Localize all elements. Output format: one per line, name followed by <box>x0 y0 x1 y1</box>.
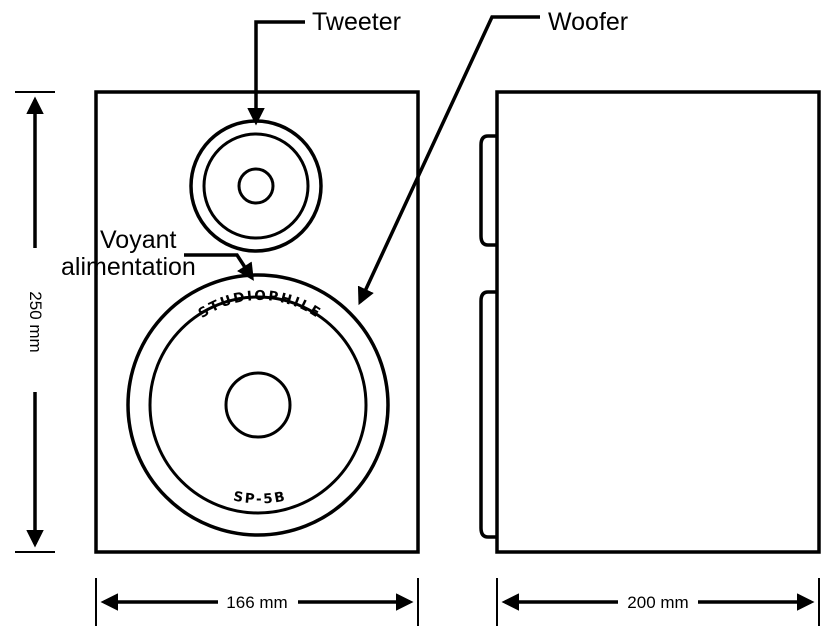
tweeter-callout: Tweeter <box>247 8 401 126</box>
front-width-dimension: 166 mm <box>95 578 419 626</box>
tweeter-inner-ring <box>202 132 310 240</box>
front-view: STUDIOPHILE SP-5B <box>94 90 420 554</box>
height-dimension: 250 mm <box>15 91 55 553</box>
power-indicator-label-line2: alimentation <box>61 253 196 281</box>
side-depth-label: 200 mm <box>627 593 688 612</box>
side-view <box>479 90 821 554</box>
front-cabinet <box>94 90 420 554</box>
woofer-leader-line <box>357 15 540 306</box>
tweeter-label: Tweeter <box>312 8 401 36</box>
tweeter <box>189 119 323 253</box>
power-indicator-callout: Voyant alimentation <box>61 226 254 281</box>
tweeter-dome <box>237 167 275 205</box>
model-name: SP-5B <box>232 489 288 508</box>
power-indicator-label-line1: Voyant <box>100 226 177 254</box>
height-label: 250 mm <box>26 291 45 352</box>
front-width-label: 166 mm <box>226 593 287 612</box>
woofer-label: Woofer <box>548 8 628 36</box>
brand-name: STUDIOPHILE <box>195 288 324 322</box>
side-upper-bulge <box>479 134 497 247</box>
tweeter-leader-line <box>247 20 305 126</box>
woofer-inner-ring <box>148 295 368 515</box>
power-indicator-leader-line <box>184 253 254 281</box>
woofer-dust-cap <box>224 371 292 439</box>
side-cabinet <box>495 90 821 554</box>
woofer-outer-ring <box>126 273 390 537</box>
side-lower-bulge <box>479 290 497 539</box>
woofer-callout: Woofer <box>357 8 628 306</box>
woofer: STUDIOPHILE SP-5B <box>126 273 390 537</box>
side-depth-dimension: 200 mm <box>496 578 820 626</box>
tweeter-outer-ring <box>189 119 323 253</box>
